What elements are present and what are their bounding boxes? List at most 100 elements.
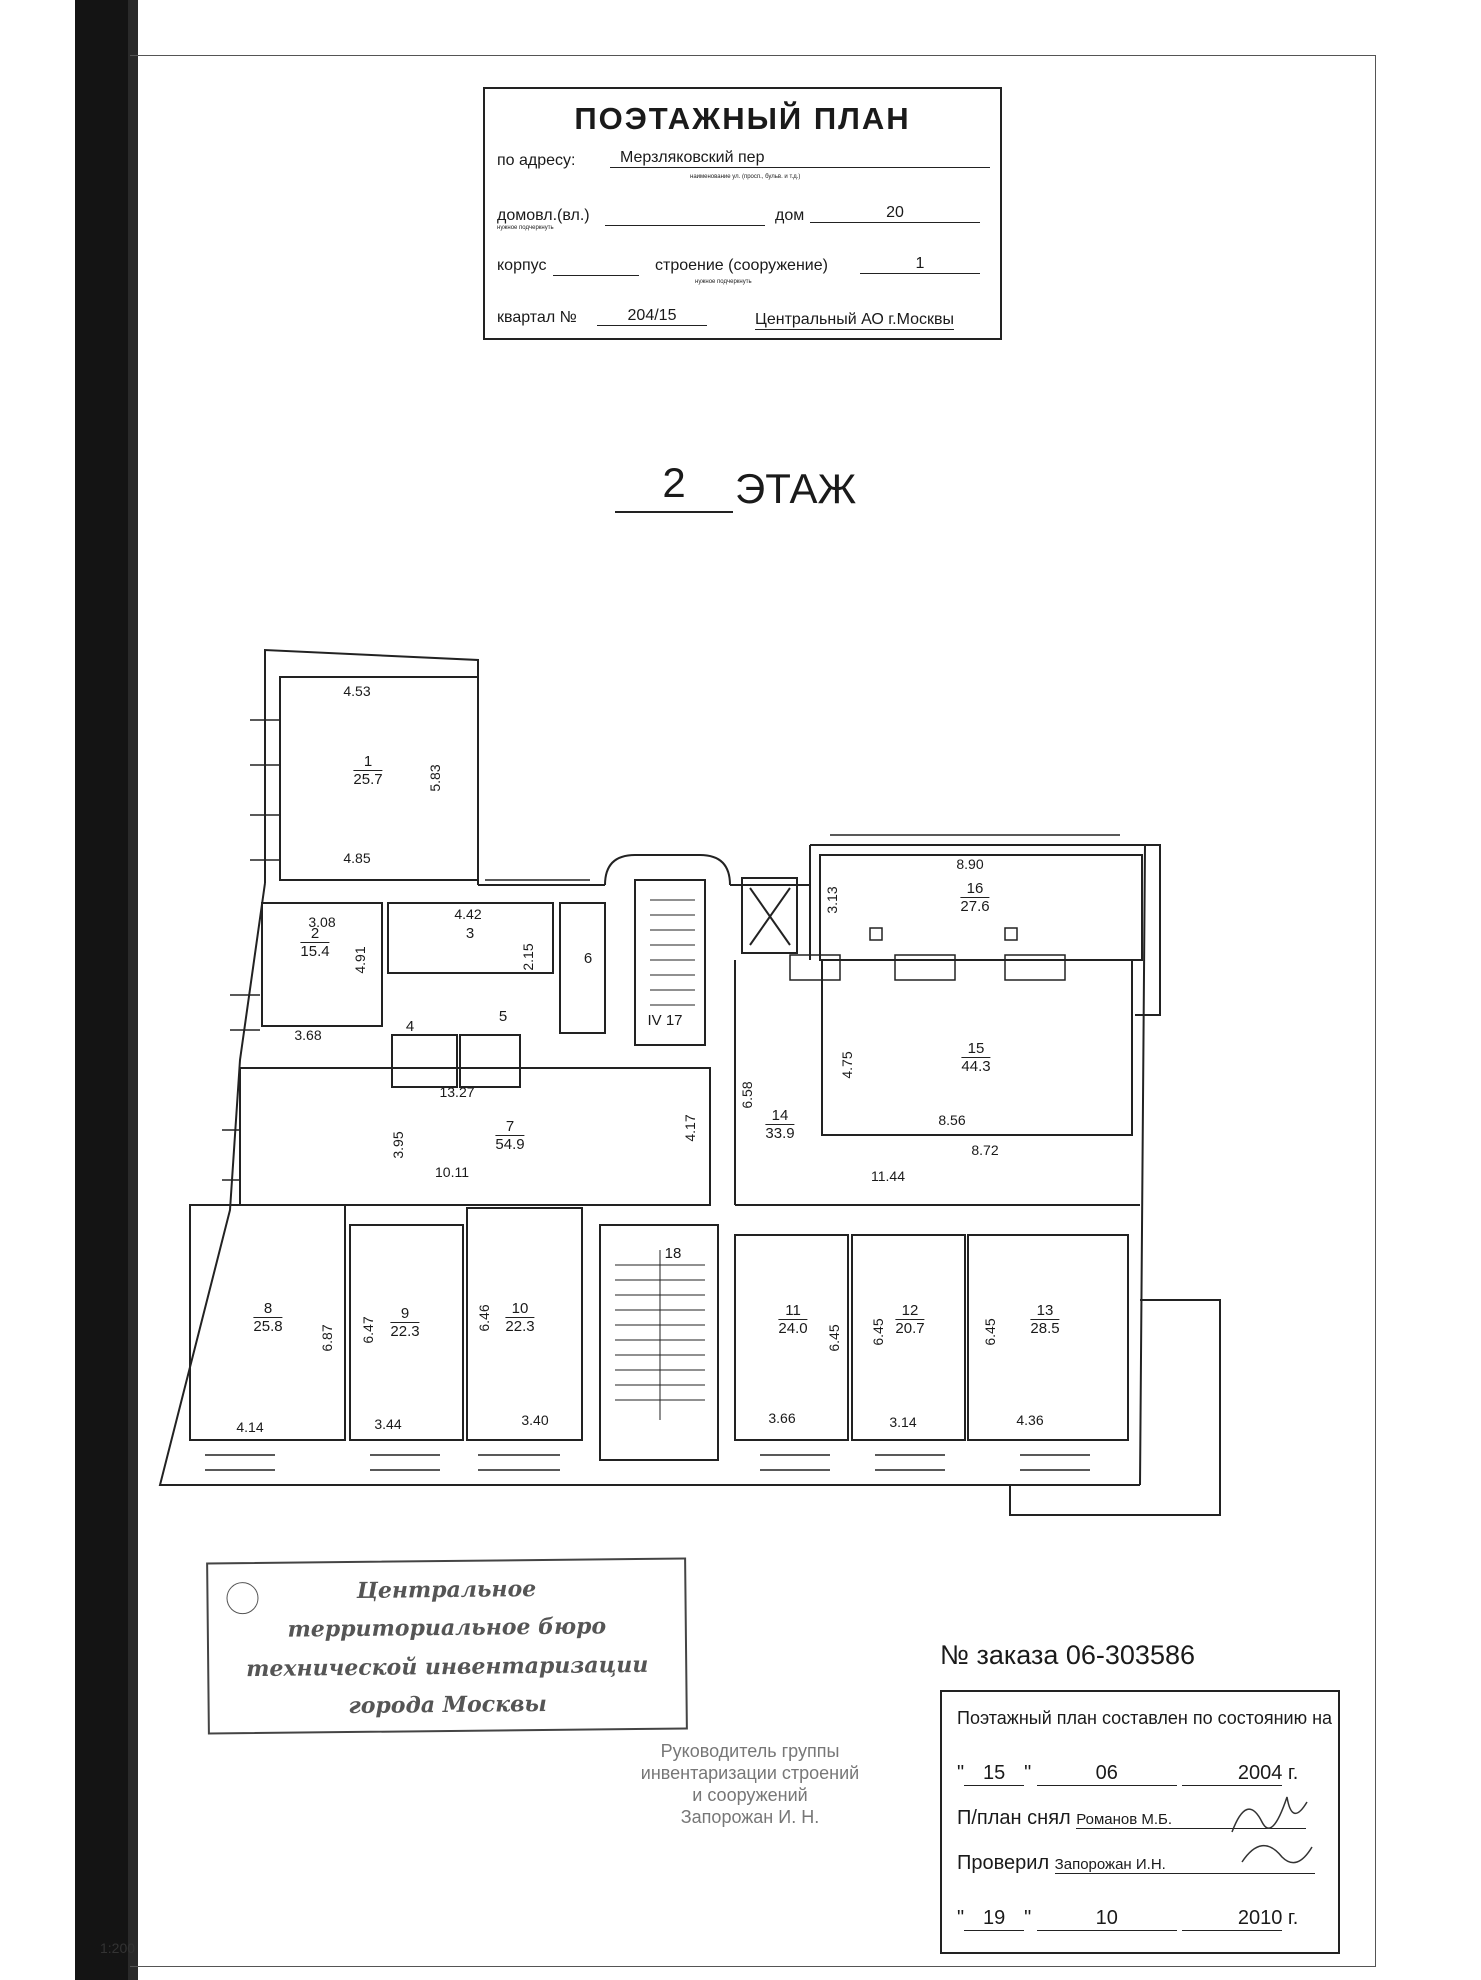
room-10-walls [466, 1207, 583, 1441]
room-1-walls [279, 676, 479, 881]
room-5-label: 5 [498, 1008, 508, 1025]
dim: 3.14 [889, 1414, 917, 1430]
dim: 4.42 [454, 906, 482, 922]
date1-year: 2004 [1182, 1762, 1283, 1786]
plan-by-label: П/план снял [957, 1807, 1071, 1829]
domovl-hint: нужное подчеркнуть [497, 225, 554, 231]
room-15-walls [821, 959, 1133, 1136]
stair-17-walls [634, 879, 706, 1046]
korpus-label: корпус [497, 257, 547, 274]
dim: 4.91 [352, 946, 368, 974]
room-12-walls [851, 1234, 966, 1441]
domovl-line [605, 207, 765, 226]
dim: 4.85 [343, 850, 371, 866]
signer-line: Руководитель группы [660, 1741, 840, 1761]
date1-month: 06 [1036, 1762, 1177, 1786]
dom-value: 20 [810, 204, 980, 223]
dim: 3.95 [390, 1131, 406, 1159]
date2-row: "19" 10 2010 г. [957, 1907, 1299, 1931]
kvartal-value: 204/15 [597, 307, 707, 326]
dim: 10.11 [435, 1164, 469, 1180]
scan-edge-shadow [75, 0, 135, 1980]
signer-line: инвентаризации строений [640, 1763, 860, 1783]
stair-bay [604, 854, 731, 886]
dim: 4.75 [839, 1051, 855, 1079]
dim: 3.66 [768, 1410, 796, 1426]
room-2-walls [261, 902, 383, 1027]
room-4-walls [391, 1034, 458, 1088]
date1-g: г. [1287, 1762, 1299, 1784]
stamp-line: города Москвы [348, 1690, 547, 1720]
dim: 5.83 [427, 764, 443, 792]
address-label: по адресу: [497, 152, 576, 169]
checked-label: Проверил [957, 1852, 1050, 1874]
stamp-line: Центральное [356, 1576, 537, 1604]
dim: 8.56 [938, 1112, 966, 1128]
date2-day: 19 [964, 1907, 1025, 1931]
signer-line: и сооружений [692, 1785, 808, 1805]
dim: 6.87 [319, 1324, 335, 1352]
dim: 11.44 [871, 1168, 905, 1184]
room-11-walls [734, 1234, 849, 1441]
stroenie-hint: нужное подчеркнуть [695, 279, 752, 285]
dim: 8.72 [971, 1142, 999, 1158]
document-title: ПОЭТАЖНЫЙ ПЛАН [574, 101, 911, 136]
room-9-walls [349, 1224, 464, 1441]
checked-row: Проверил Запорожан И.Н. [957, 1852, 1315, 1875]
room-6-walls [559, 902, 606, 1034]
dom-label: дом [775, 207, 805, 224]
status-form: Поэтажный план составлен по состоянию на… [940, 1690, 1340, 1954]
domovl-label: домовл.(вл.) [497, 207, 590, 224]
sheet-frame [130, 55, 1376, 1967]
address-value: Мерзляковский пер [610, 149, 990, 168]
date2-month: 10 [1036, 1907, 1177, 1931]
dim: 6.45 [982, 1318, 998, 1346]
stamp-line: территориальное бюро [287, 1613, 607, 1643]
date1-row: "15" 06 2004 г. [957, 1762, 1299, 1786]
room-4-label: 4 [405, 1018, 415, 1035]
wall-main-east [1135, 844, 1161, 1486]
dim: 6.47 [360, 1316, 376, 1344]
floor-number: 2 [662, 459, 686, 506]
stamp-line: технической инвентаризации [246, 1651, 649, 1683]
dim: 2.15 [520, 943, 536, 971]
dim: 3.08 [308, 914, 336, 930]
kvartal-label: квартал № [497, 309, 577, 326]
annex-walls [1009, 1299, 1221, 1516]
corridor-7-walls [239, 1067, 711, 1206]
address-hint: наименование ул. (просп., бульв. и т.д.) [690, 174, 801, 180]
plan-by-value: Романов М.Б. [1076, 1811, 1307, 1829]
dim: 13.27 [439, 1084, 475, 1100]
dim: 3.13 [824, 886, 840, 914]
dim: 6.58 [739, 1081, 755, 1109]
dim: 4.36 [1016, 1412, 1044, 1428]
dim: 3.44 [374, 1416, 402, 1432]
dim: 4.17 [682, 1114, 698, 1142]
order-number: № заказа 06-303586 [940, 1640, 1195, 1670]
plan-by-row: П/план снял Романов М.Б. [957, 1807, 1307, 1830]
room-3-walls [387, 902, 554, 974]
date2-g: г. [1287, 1907, 1299, 1929]
room-17-label: IV 17 [647, 1012, 683, 1029]
dim: 6.45 [826, 1324, 842, 1352]
dim: 6.45 [870, 1318, 886, 1346]
dim: 4.53 [343, 683, 371, 699]
signer-line: Запорожан И. Н. [680, 1807, 820, 1827]
checked-value: Запорожан И.Н. [1054, 1856, 1315, 1874]
room-6-label: 6 [583, 950, 593, 967]
room-13-walls [967, 1234, 1129, 1441]
elevator-walls [741, 877, 798, 954]
floor-label: ЭТАЖ [735, 465, 857, 512]
dim: 8.90 [956, 856, 984, 872]
